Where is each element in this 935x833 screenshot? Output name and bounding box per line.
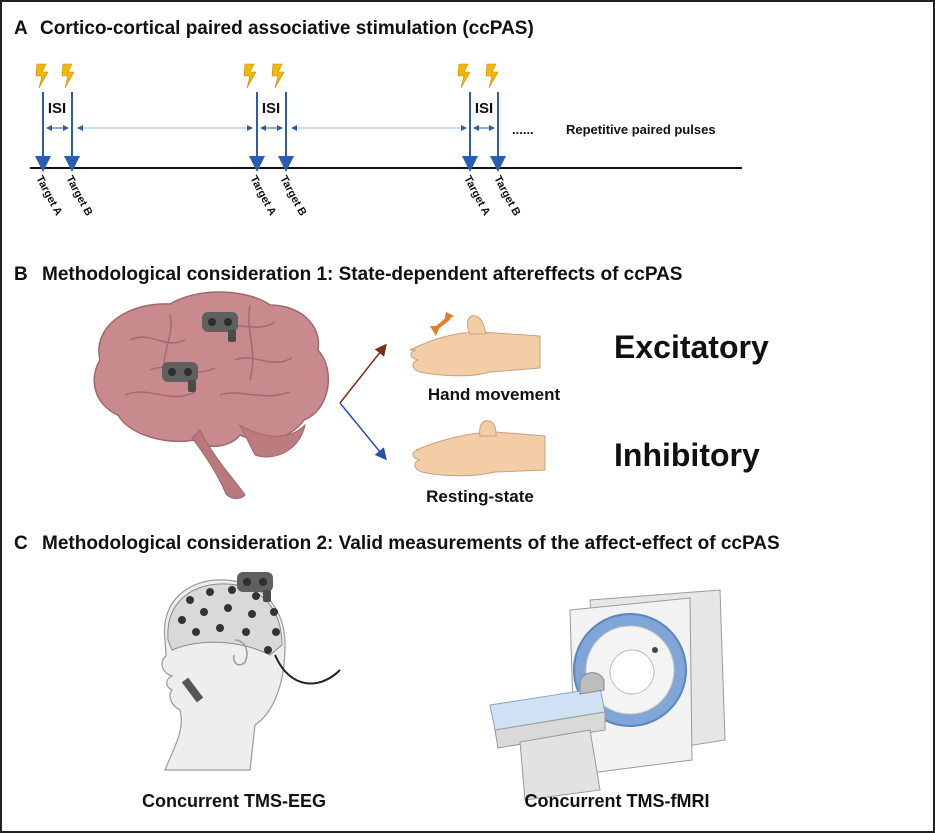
- lightning-icon: [485, 63, 499, 89]
- eeg-cable: [274, 654, 341, 685]
- isi-label: ISI: [48, 100, 66, 117]
- lightning-icon: [35, 63, 49, 89]
- excitatory-branch-arrow: [339, 343, 387, 404]
- mri-scanner-illustration: [489, 589, 726, 801]
- target-b-label: Target B: [277, 174, 308, 218]
- panel-c: C Methodological consideration 2: Valid …: [14, 533, 780, 811]
- excitatory-label: Excitatory: [614, 329, 769, 365]
- pulse-pair-3: ISI Target A Target B: [457, 63, 523, 218]
- panel-b-letter: B: [14, 264, 28, 285]
- pulse-pair-2: ISI Target A Target B: [243, 63, 309, 218]
- pulse-pair-1: ISI Target A Target B: [33, 63, 95, 218]
- panel-b-title: Methodological consideration 1: State-de…: [42, 264, 682, 285]
- lightning-icon: [61, 63, 75, 89]
- panel-b: B Methodological consideration 1: State-…: [14, 264, 769, 506]
- hand-movement-label: Hand movement: [428, 385, 561, 404]
- inhibitory-label: Inhibitory: [614, 437, 760, 473]
- tms-fmri-label: Concurrent TMS-fMRI: [525, 791, 710, 811]
- isi-label: ISI: [475, 100, 493, 117]
- isi-label: ISI: [262, 100, 280, 117]
- resting-state-label: Resting-state: [426, 487, 534, 506]
- lightning-icon: [271, 63, 285, 89]
- ellipsis: ......: [512, 122, 534, 137]
- target-a-label: Target A: [247, 174, 278, 218]
- panel-a: A Cortico-cortical paired associative st…: [14, 18, 742, 218]
- lightning-icon: [243, 63, 257, 89]
- target-b-label: Target B: [491, 174, 522, 218]
- target-b-label: Target B: [63, 174, 94, 218]
- lightning-icon: [457, 63, 471, 89]
- inhibitory-branch-arrow: [339, 402, 387, 461]
- resting-hand-illustration: [412, 420, 546, 477]
- tms-eeg-label: Concurrent TMS-EEG: [142, 791, 326, 811]
- panel-c-letter: C: [14, 533, 28, 554]
- moving-hand-illustration: [409, 312, 541, 377]
- brain-illustration: [93, 291, 330, 500]
- target-a-label: Target A: [33, 174, 64, 218]
- panel-a-title: Cortico-cortical paired associative stim…: [40, 18, 534, 39]
- target-a-label: Target A: [461, 174, 492, 218]
- eeg-head-illustration: [161, 572, 341, 771]
- repetitive-pulses-label: Repetitive paired pulses: [566, 122, 716, 137]
- panel-a-letter: A: [14, 18, 28, 39]
- panel-c-title: Methodological consideration 2: Valid me…: [42, 533, 780, 554]
